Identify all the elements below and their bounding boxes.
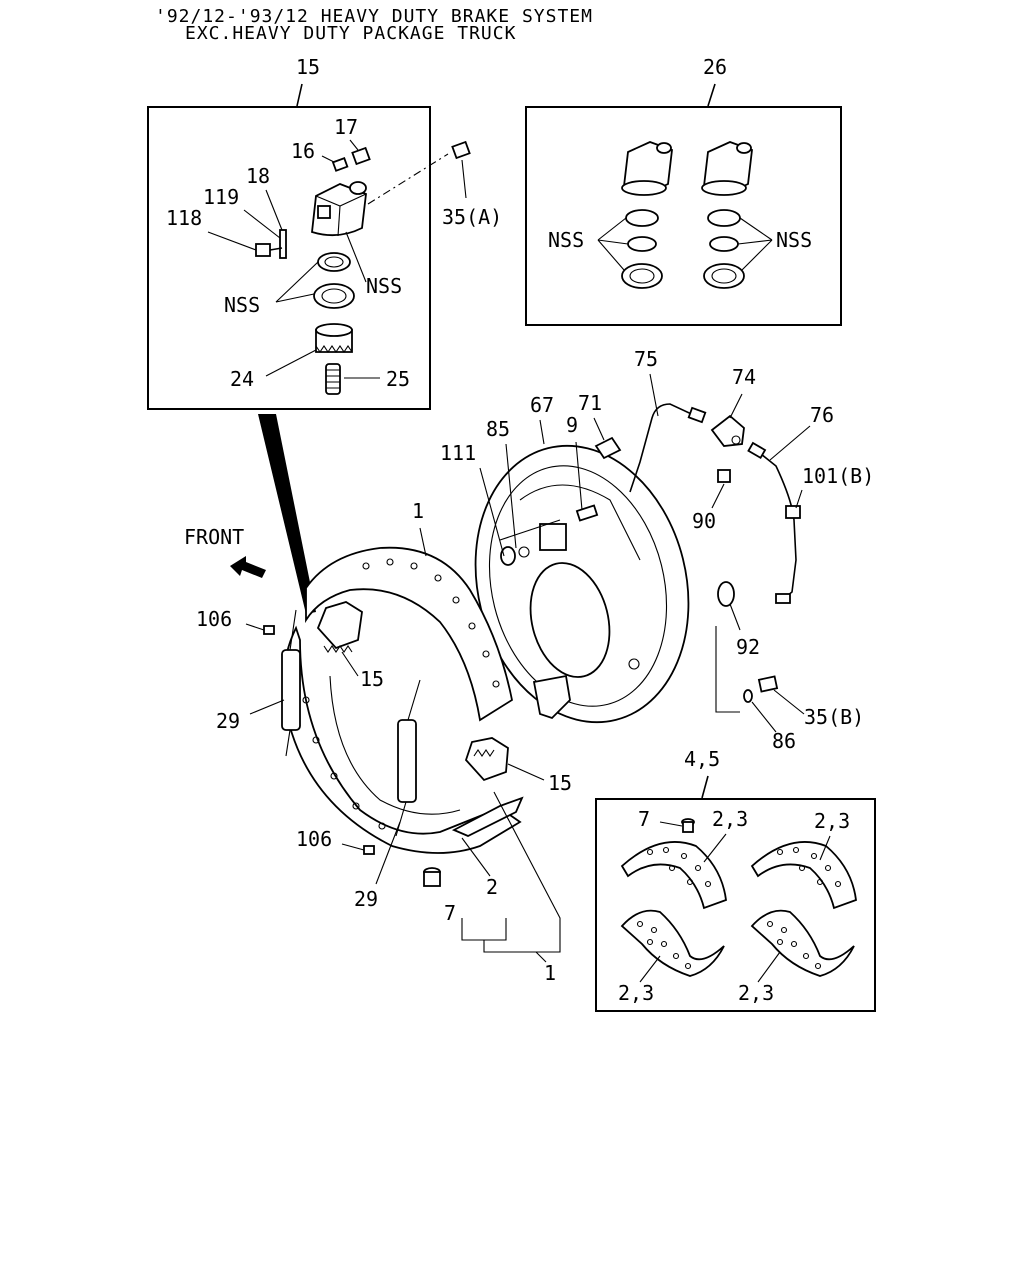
cylinder-right bbox=[701, 141, 753, 289]
label-106-low: 106 bbox=[296, 827, 332, 851]
diagram-title-line2: EXC.HEAVY DUTY PACKAGE TRUCK bbox=[185, 23, 516, 44]
label-16: 16 bbox=[291, 139, 315, 163]
label-nss-a: NSS bbox=[366, 274, 402, 298]
rivet-7-main bbox=[423, 867, 441, 887]
label-7-main: 7 bbox=[444, 901, 456, 925]
label-7-inset: 7 bbox=[638, 807, 650, 831]
detail-pointer bbox=[258, 414, 316, 614]
label-35a: 35(A) bbox=[442, 205, 502, 229]
label-74: 74 bbox=[732, 365, 756, 389]
screw-106-low bbox=[363, 845, 375, 855]
lining-top-left bbox=[620, 818, 727, 910]
wheel-cylinder-housing bbox=[311, 181, 367, 237]
lining-bottom-right bbox=[750, 909, 855, 977]
label-15-low: 15 bbox=[548, 771, 572, 795]
label-101b: 101(B) bbox=[802, 464, 874, 488]
label-25: 25 bbox=[386, 367, 410, 391]
inset-45-number: 4,5 bbox=[684, 747, 720, 771]
inset-15-number: 15 bbox=[296, 55, 320, 79]
label-71: 71 bbox=[578, 391, 602, 415]
bolt-35a bbox=[367, 140, 471, 205]
label-9: 9 bbox=[566, 413, 578, 437]
label-23-c: 2,3 bbox=[618, 981, 654, 1005]
label-119: 119 bbox=[203, 185, 239, 209]
label-nss-right: NSS bbox=[776, 228, 812, 252]
label-23-d: 2,3 bbox=[738, 981, 774, 1005]
lining-bottom-left bbox=[620, 909, 725, 977]
inset-4-5: 4,5 7 2,3 2,3 bbox=[595, 747, 876, 1012]
front-label: FRONT bbox=[184, 525, 244, 549]
label-90: 90 bbox=[692, 509, 716, 533]
label-23-b: 2,3 bbox=[814, 809, 850, 833]
label-17: 17 bbox=[334, 115, 358, 139]
label-24: 24 bbox=[230, 367, 254, 391]
inset-15-frame bbox=[147, 106, 431, 410]
label-29-top: 29 bbox=[216, 709, 240, 733]
label-18: 18 bbox=[246, 164, 270, 188]
label-67: 67 bbox=[530, 393, 554, 417]
label-76: 76 bbox=[810, 403, 834, 427]
return-spring-lower bbox=[397, 719, 417, 803]
label-2: 2 bbox=[486, 875, 498, 899]
cylinder-left bbox=[621, 141, 673, 289]
bolt-9 bbox=[575, 504, 599, 522]
label-29-low: 29 bbox=[354, 887, 378, 911]
connector-74 bbox=[710, 414, 745, 447]
brake-fitting-71 bbox=[594, 436, 622, 460]
plug-92 bbox=[717, 581, 735, 607]
flex-hose-76 bbox=[755, 449, 797, 601]
screw-106-top bbox=[263, 625, 275, 635]
label-118: 118 bbox=[166, 206, 202, 230]
return-spring-upper bbox=[281, 649, 301, 731]
backing-plate bbox=[474, 444, 690, 724]
inset-26-number: 26 bbox=[703, 55, 727, 79]
label-nss-left: NSS bbox=[548, 228, 584, 252]
brake-pipe-75 bbox=[629, 403, 701, 493]
diagram-title-line1: '92/12-'93/12 HEAVY DUTY BRAKE SYSTEM bbox=[155, 6, 593, 27]
nut-90 bbox=[717, 469, 731, 483]
label-15-mid: 15 bbox=[360, 667, 384, 691]
adjuster-wheel bbox=[315, 323, 353, 353]
adjuster-spring bbox=[325, 363, 341, 395]
label-75: 75 bbox=[634, 347, 658, 371]
label-106-top: 106 bbox=[196, 607, 232, 631]
inset-26-frame bbox=[525, 106, 842, 326]
label-111: 111 bbox=[440, 441, 476, 465]
front-arrow-icon bbox=[230, 556, 266, 578]
bolt-35b bbox=[743, 675, 779, 703]
label-23-a: 2,3 bbox=[712, 807, 748, 831]
inset-45-frame bbox=[595, 798, 876, 1012]
label-92: 92 bbox=[736, 635, 760, 659]
label-86: 86 bbox=[772, 729, 796, 753]
inset-26: 26 NSS NSS bbox=[525, 55, 842, 326]
label-nss-b: NSS bbox=[224, 293, 260, 317]
brake-shoe-assembly bbox=[281, 546, 524, 854]
label-1-bottom: 1 bbox=[544, 961, 556, 985]
label-85: 85 bbox=[486, 417, 510, 441]
inset-15: 15 17 16 18 119 118 bbox=[147, 55, 431, 410]
bleeder-screw bbox=[331, 146, 371, 172]
label-1-top: 1 bbox=[412, 499, 424, 523]
seal-rings bbox=[313, 252, 355, 309]
label-35b: 35(B) bbox=[804, 705, 864, 729]
lining-top-right bbox=[750, 841, 857, 910]
mounting-bolt bbox=[255, 229, 287, 259]
